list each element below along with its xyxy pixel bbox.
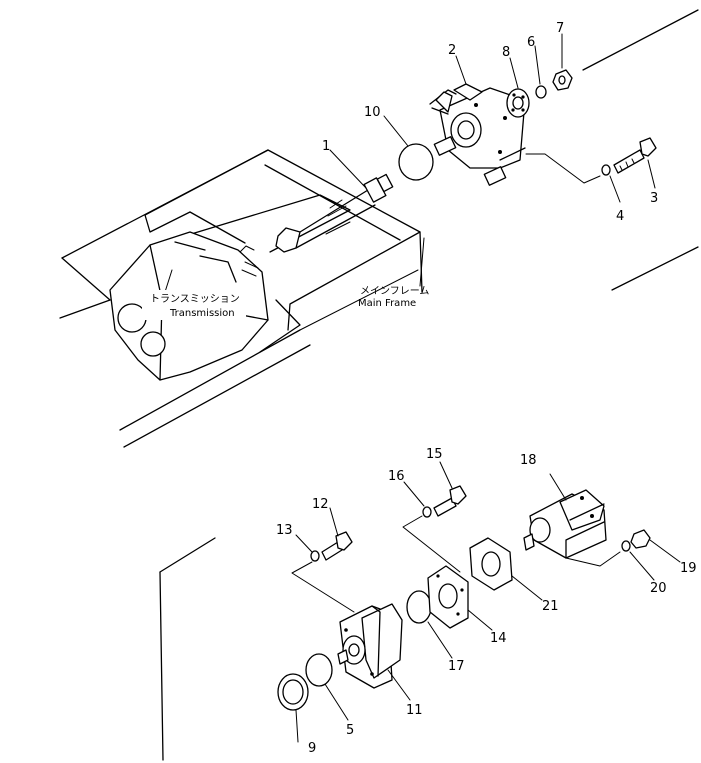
label-transmission-jp: トランスミッション [150,293,240,305]
callout-17: 17 [448,659,465,674]
part-3-bolt [613,137,657,174]
callout-9: 9 [308,741,316,756]
callout-7: 7 [556,21,564,36]
callout-10: 10 [364,105,381,120]
part-16-washer [422,506,432,518]
callout-12: 12 [312,497,329,512]
callout-14: 14 [490,631,507,646]
callout-13: 13 [276,523,293,538]
part-12-bolt [321,531,353,561]
callout-1: 1 [322,139,330,154]
part-21-gasket [469,537,513,591]
frame-outline-lower [159,537,216,761]
part-13-washer [310,550,320,562]
callout-18: 18 [520,453,537,468]
part-5-o-ring [305,653,333,687]
callout-8: 8 [502,45,510,60]
part-1-shaft [275,173,394,253]
part-7-nut [552,69,573,91]
part-11-motor [337,603,403,689]
part-20-washer [621,540,631,552]
callout-11: 11 [406,703,423,718]
callout-20: 20 [650,581,667,596]
callout-16: 16 [388,469,405,484]
callout-3: 3 [650,191,658,206]
callout-4: 4 [616,209,624,224]
part-14-flange [427,565,469,629]
part-2-adapter [429,83,526,186]
callout-5: 5 [346,723,354,738]
label-transmission-en: Transmission [169,308,235,319]
part-4-washer [601,164,611,176]
part-18-pump [523,489,607,559]
part-10-o-ring [398,143,434,181]
label-main-frame-en: Main Frame [358,298,416,309]
part-9-seal [277,673,309,711]
part-17-o-ring [406,590,432,624]
part-6-washer [535,85,547,99]
leader-bracket-upper [525,153,601,184]
leaders-upper [164,33,656,293]
callout-2: 2 [448,43,456,58]
callout-labels: 1 2 3 4 5 6 7 8 9 10 11 12 13 14 15 16 1… [276,21,697,756]
part-19-nut [630,529,651,549]
callout-19: 19 [680,561,697,576]
callout-6: 6 [527,35,535,50]
frame-outline [59,9,699,448]
leader-brackets-lower [291,515,621,613]
part-8-gear [506,88,530,118]
part-15-bolt [433,485,467,517]
callout-15: 15 [426,447,443,462]
leaders-lower [295,461,681,743]
part-labels: トランスミッション Transmission メインフレーム Main Fram… [142,285,429,320]
label-main-frame-jp: メインフレーム [360,285,429,297]
callout-21: 21 [542,599,559,614]
